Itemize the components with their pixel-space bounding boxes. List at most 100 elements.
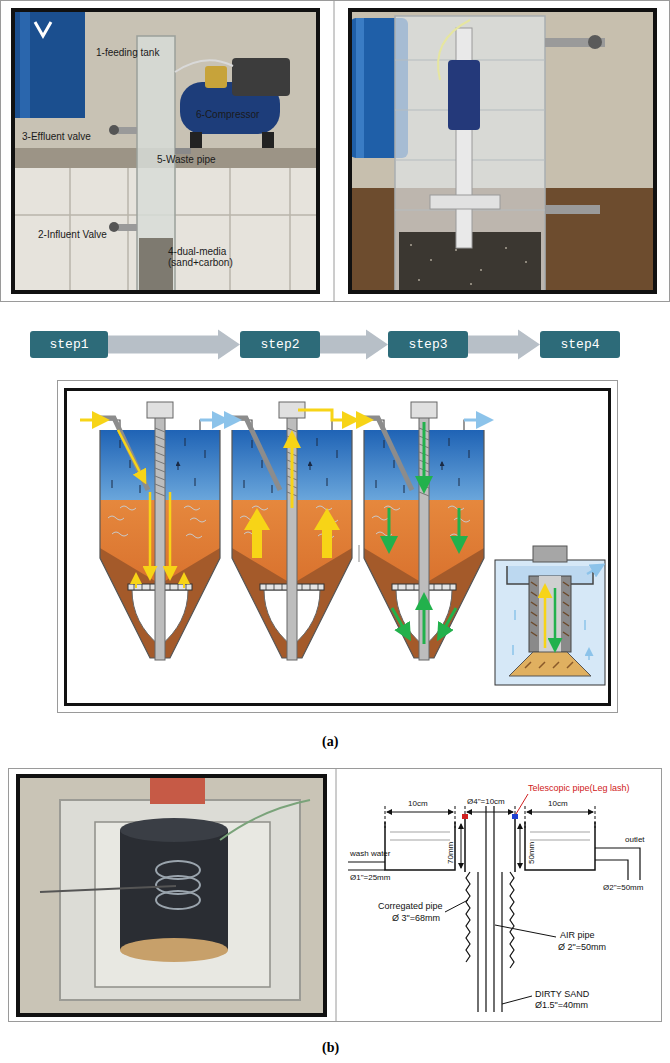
step-label: step2: [260, 337, 299, 352]
lab-photo: [13, 10, 318, 292]
lab-photo: [175, 60, 233, 72]
step-label: step4: [560, 337, 599, 352]
pipe-drawing: [385, 806, 595, 828]
panel-frame: [1, 1, 670, 302]
part-label: Ø 3"=68mm: [392, 914, 440, 924]
lab-photo: [190, 132, 202, 148]
step-label: step1: [49, 337, 88, 352]
flow-arrow: [320, 330, 388, 360]
reactor-photo: [448, 60, 480, 130]
part-label: Telescopic pipe(Leg lash): [528, 784, 630, 794]
step-box: step3: [388, 331, 468, 358]
part-label: Ø 2"=50mm: [558, 943, 606, 953]
zoom-inset: [509, 652, 591, 676]
step-box: step1: [30, 331, 108, 358]
flow-arrow: [468, 330, 540, 360]
reactor-photo: [588, 35, 602, 49]
reactor-photo: [438, 20, 470, 80]
filter-stage-3: [392, 608, 408, 636]
flow-arrow: [108, 330, 240, 360]
separator-tick: [359, 545, 360, 562]
part-label: 2-Influent Valve: [38, 229, 107, 240]
pipe-drawing: [502, 996, 532, 1004]
filter-stage-1: [96, 402, 220, 660]
filter-stage-2: [212, 402, 354, 660]
filter-stage-3: [423, 422, 426, 488]
filter-stage-3: [440, 608, 456, 636]
panel-frame: [58, 381, 618, 713]
pipe-drawing: [390, 832, 590, 840]
pipe-drawing: [495, 925, 556, 937]
pipe-drawing: [595, 848, 640, 880]
part-label: 10cm: [548, 800, 568, 809]
lab-photo: [118, 127, 137, 134]
panel-frame: [58, 381, 618, 713]
reactor-photo: [350, 10, 655, 292]
lab-photo: [20, 10, 30, 118]
zoom-inset: [544, 588, 547, 648]
pipe-drawing: [445, 900, 468, 912]
reactor-photo: [430, 195, 500, 209]
filter-stage-1: [183, 576, 185, 588]
photo-border: [18, 776, 325, 1015]
filter-stage-1: [135, 576, 137, 588]
part-label: 4-dual-media (sand+carbon): [168, 246, 250, 268]
reactor-photo: [356, 18, 364, 158]
lab-photo: [109, 125, 119, 135]
pipe-drawing: [461, 824, 462, 868]
pipe-drawing: [466, 872, 470, 962]
zoom-inset: [495, 560, 605, 685]
part-label: 3-Effluent valve: [22, 131, 91, 142]
pipe-photo: [150, 776, 205, 804]
pipe-photo: [40, 886, 176, 892]
pipe-drawing: [462, 814, 468, 819]
panel-frame: [336, 768, 337, 1022]
lab-photo: [232, 58, 290, 96]
dimension-label: 50mm: [528, 842, 537, 864]
pipe-drawing: [525, 822, 595, 870]
part-label: DIRTY SAND: [535, 990, 589, 1000]
zoom-inset: [539, 576, 561, 652]
filter-stage-3: [464, 419, 488, 422]
filter-stage-2: [291, 436, 294, 508]
pipe-photo: [18, 776, 325, 1015]
pipe-drawing: [478, 872, 502, 1012]
part-label: wash water: [350, 850, 390, 859]
pipe-drawing: [486, 806, 494, 1012]
panel-frame: [9, 769, 662, 1022]
zoom-inset: [525, 662, 573, 668]
step-label: step3: [408, 337, 447, 352]
part-label: Ø1"=25mm: [350, 874, 390, 883]
pipe-drawing: [385, 822, 455, 870]
panel-frame: [1, 0, 670, 302]
reactor-photo: [545, 205, 600, 214]
pipe-photo: [120, 818, 228, 842]
filter-stage-2: [212, 419, 236, 422]
pipe-drawing: [467, 812, 513, 813]
filter-stage-3: [458, 508, 461, 548]
lab-photo: [139, 238, 173, 292]
lab-photo: [118, 224, 137, 231]
filter-stage-3: [388, 508, 391, 548]
part-label: outlet: [625, 836, 645, 845]
pipe-drawing: [520, 824, 521, 868]
filter-stage-1: [80, 419, 104, 422]
pipe-drawing: [527, 812, 593, 813]
pipe-drawing: [465, 818, 515, 872]
reactor-photo: [350, 10, 655, 292]
panel-frame: [66, 390, 610, 705]
pipe-photo: [220, 800, 310, 840]
filter-stage-2: [228, 402, 352, 660]
filter-stage-1: [80, 402, 224, 660]
pipe-drawing: [387, 812, 453, 813]
pipe-drawing: [348, 862, 385, 870]
part-label: Ø1.5"=40mm: [535, 1001, 588, 1011]
panel-letter: (a): [322, 734, 338, 749]
pipe-photo: [156, 891, 200, 909]
zoom-inset: [513, 610, 589, 660]
lab-photo: [35, 22, 51, 36]
filter-stage-2: [314, 508, 340, 558]
photo-border: [350, 10, 655, 292]
pipe-drawing: [512, 814, 518, 819]
